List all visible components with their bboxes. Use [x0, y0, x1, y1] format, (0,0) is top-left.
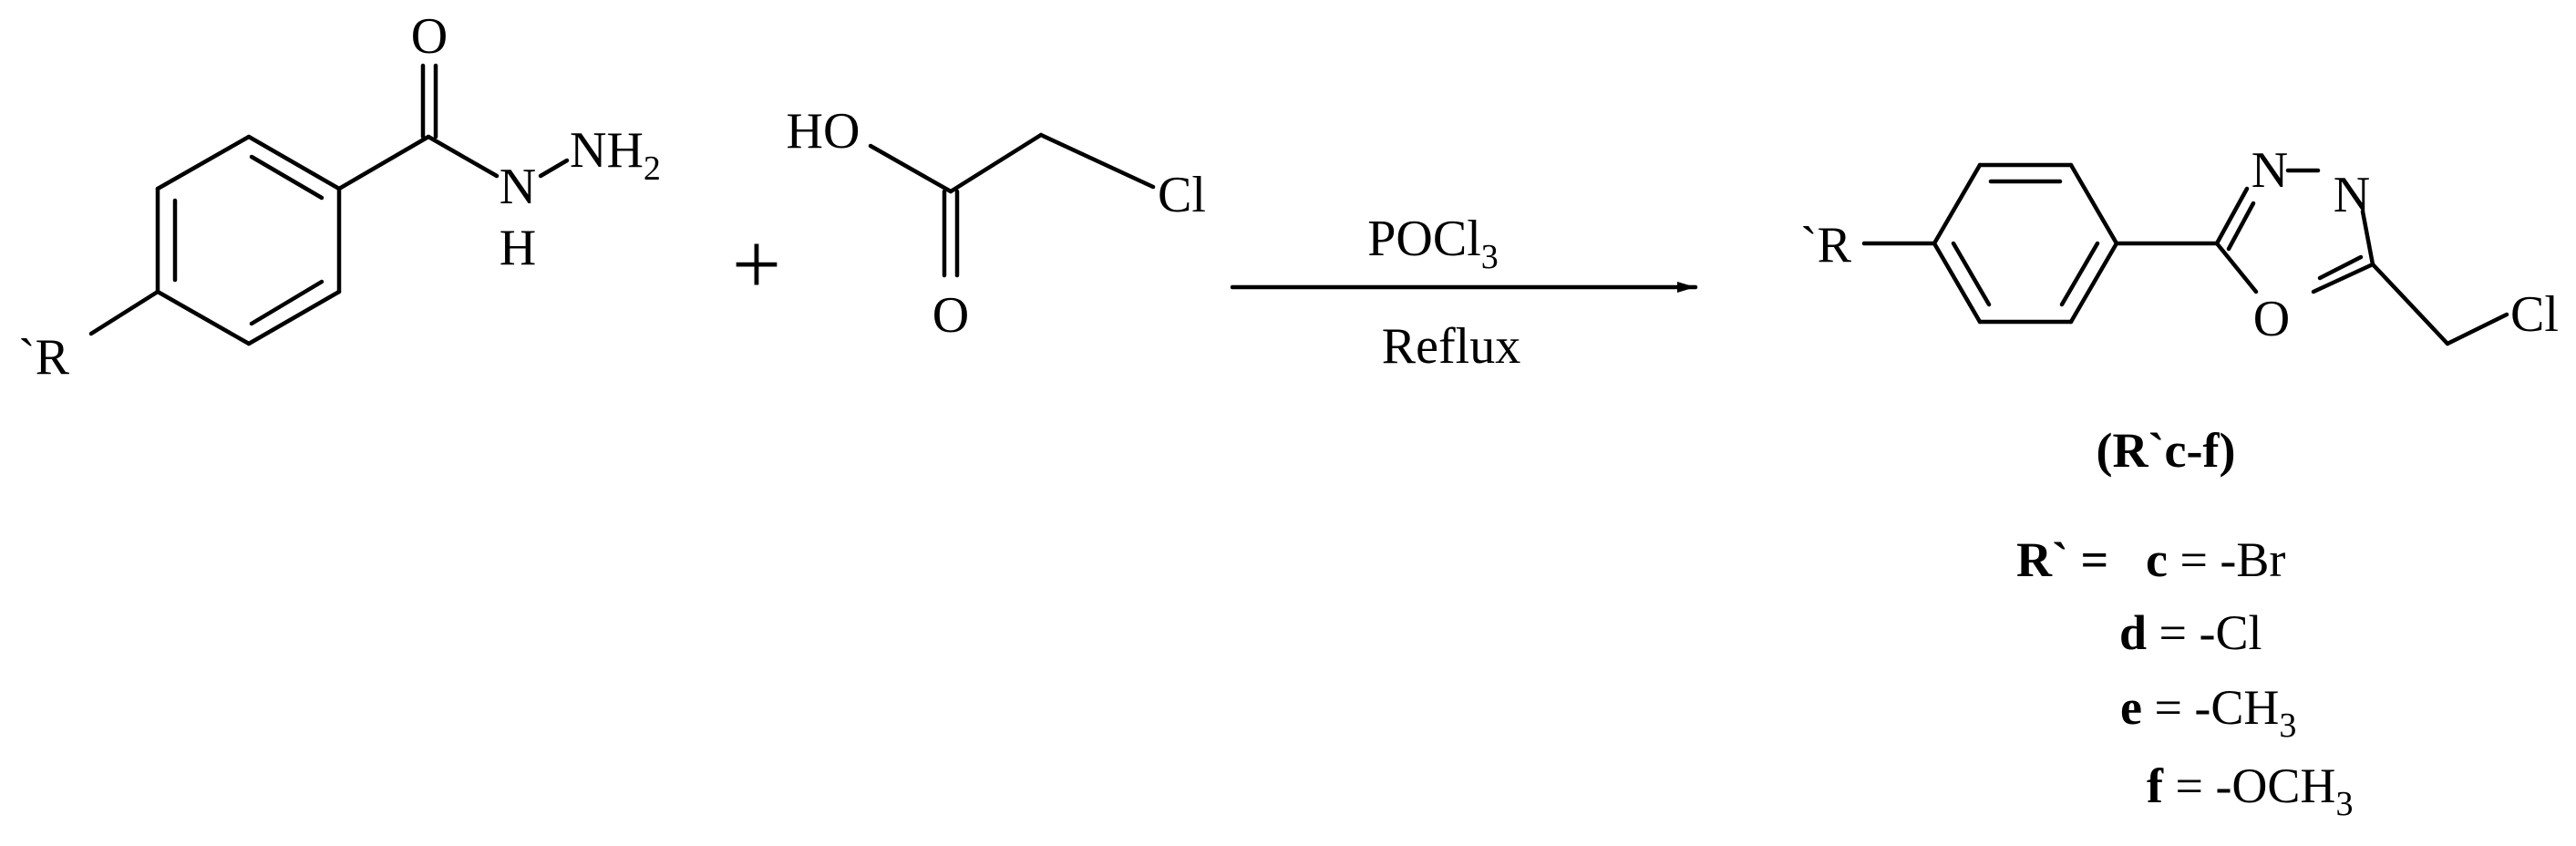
reagent-main: POCl [1367, 211, 1481, 267]
legend-value: = -Br [2168, 532, 2285, 587]
legend-row-c: c = -Br [2146, 532, 2285, 587]
ring-o-label: O [2253, 291, 2290, 347]
substituent-legend: R` = c = -Br d = -Cl e = -CH3 f = -OCH3 [2016, 532, 2353, 823]
reaction-arrow-group: POCl3 Reflux [1230, 211, 1698, 375]
condition-label: Reflux [1382, 318, 1520, 375]
hydroxyl-label: HO [787, 103, 860, 160]
r-label: `R [18, 329, 70, 386]
nh2-main: NH [570, 122, 644, 179]
legend-prefix: R` = [2016, 532, 2108, 587]
r-bond [88, 289, 160, 336]
legend-key: c [2146, 532, 2168, 587]
nh-h-label: H [500, 220, 536, 276]
product-cl-label: Cl [2510, 286, 2559, 343]
reagent-label: POCl3 [1367, 211, 1499, 276]
legend-value: = -CH [2142, 680, 2279, 735]
legend-key: f [2147, 758, 2164, 813]
carbonyl-o-label: O [933, 287, 969, 344]
reactant-chloroacetic-acid: HO Cl O [787, 103, 1206, 344]
legend-row-e: e = -CH3 [2120, 680, 2296, 745]
legend-key: e [2120, 680, 2142, 735]
ring-n2-label: N [2334, 167, 2370, 223]
legend-row-d: d = -Cl [2119, 605, 2262, 660]
product-label: (R`c-f) [2097, 423, 2236, 478]
ring-n1-label: N [2251, 142, 2288, 199]
product-benzene-ring [1932, 162, 2119, 325]
reactant-benzohydrazide: O N H NH2 `R [18, 8, 661, 386]
reagent-subscript: 3 [1481, 238, 1499, 276]
legend-value: = -OCH [2163, 758, 2335, 813]
product-oxadiazole: `R N N O Cl (R`c-f) [1800, 142, 2559, 478]
nh2-subscript: 2 [644, 150, 661, 188]
benzene-ring [155, 134, 342, 346]
legend-key: d [2119, 605, 2147, 660]
n-label: N [500, 159, 536, 215]
oxadiazole-ring [2214, 168, 2375, 294]
legend-subscript: 3 [2279, 707, 2296, 745]
product-r-label: `R [1800, 217, 1852, 273]
legend-row-f: f = -OCH3 [2147, 758, 2353, 823]
legend-subscript: 3 [2335, 785, 2353, 823]
nh2-label: NH2 [570, 122, 661, 188]
carbonyl-o-label: O [411, 8, 448, 65]
legend-value: = -Cl [2147, 605, 2262, 660]
plus-sign: + [732, 215, 781, 313]
chlorine-label: Cl [1158, 167, 1206, 223]
